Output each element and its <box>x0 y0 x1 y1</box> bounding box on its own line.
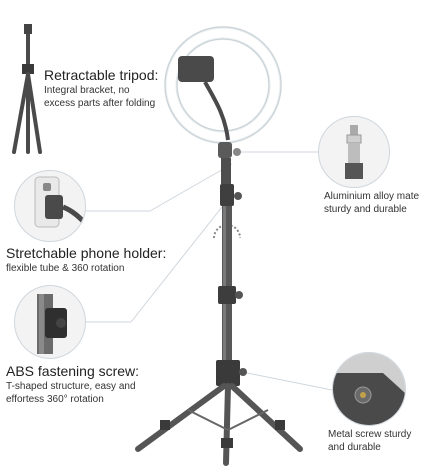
abs-screw-desc-line1: T-shaped structure, easy and <box>6 381 136 392</box>
tripod-desc-line1: Integral bracket, no <box>44 85 130 96</box>
metal-screw-closeup <box>332 352 406 426</box>
aluminium-desc-line1: Aluminium alloy mate <box>324 191 420 202</box>
abs-screw-desc-line2: effortess 360° rotation <box>6 394 104 405</box>
abs-screw-closeup <box>14 285 86 359</box>
abs-screw-title: ABS fastening screw: <box>6 363 140 379</box>
phone-holder-desc: flexible tube & 360 rotation <box>6 263 125 274</box>
ring-light <box>164 26 282 144</box>
folded-tripod-image <box>12 24 42 154</box>
tripod-desc-line2: excess parts after folding <box>44 98 156 109</box>
metal-screw-desc-line2: and durable <box>328 442 381 453</box>
metal-screw-desc-line1: Metal screw sturdy <box>328 429 412 440</box>
aluminium-desc-line2: sturdy and durable <box>324 204 407 215</box>
phone-holder-closeup <box>14 170 86 242</box>
tripod-title: Retractable tripod: <box>44 67 159 83</box>
aluminium-connector-closeup <box>318 116 390 188</box>
phone-holder-title: Stretchable phone holder: <box>6 245 167 261</box>
